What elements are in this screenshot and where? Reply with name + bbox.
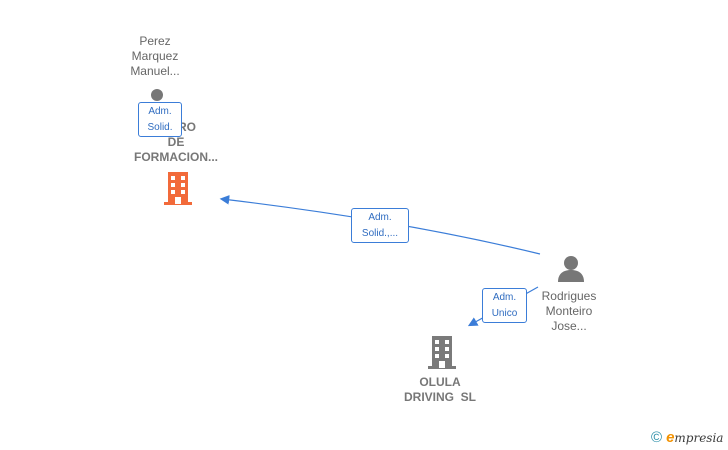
- edge-label-rodrigues-olula[interactable]: Adm. Unico: [482, 288, 527, 323]
- building-icon[interactable]: [162, 170, 194, 206]
- edge-label-perez-centro[interactable]: Adm. Solid.: [138, 102, 182, 137]
- empresia-logo: © empresia: [651, 429, 723, 446]
- label-line: Perez: [139, 34, 171, 48]
- edge-label-line: Adm.: [368, 212, 392, 223]
- label-line: Monteiro: [545, 304, 593, 318]
- label-line: DE: [167, 135, 185, 149]
- brand-name: mpresia: [674, 431, 724, 445]
- label-line: Marquez: [131, 49, 179, 63]
- label-line: OLULA: [419, 375, 461, 389]
- edge-label-rodrigues-centro[interactable]: Adm. Solid.,...: [351, 208, 409, 243]
- node-label-rodrigues[interactable]: Rodrigues Monteiro Jose...: [524, 289, 614, 334]
- node-label-centro[interactable]: RO DE FORMACION...: [120, 120, 232, 165]
- edge-label-line: Adm.: [492, 292, 517, 303]
- person-icon[interactable]: [556, 253, 586, 283]
- node-label-perez[interactable]: Perez Marquez Manuel...: [110, 34, 200, 79]
- node-label-olula[interactable]: OLULA DRIVING SL: [390, 375, 490, 405]
- label-line: Rodrigues: [541, 289, 597, 303]
- label-line: Manuel...: [130, 64, 180, 78]
- label-line: FORMACION...: [134, 150, 218, 164]
- building-icon[interactable]: [426, 334, 458, 370]
- label-line: RO: [178, 120, 196, 134]
- copyright-icon: ©: [651, 429, 663, 446]
- edge-label-line: Adm.: [148, 106, 172, 117]
- person-icon[interactable]: [146, 88, 168, 102]
- edge-label-line: Solid.,...: [361, 228, 399, 239]
- brand-e: e: [666, 429, 675, 446]
- edge-label-line: Unico: [491, 308, 518, 319]
- label-line: Jose...: [551, 319, 587, 333]
- edge-label-line: Solid.: [147, 122, 173, 133]
- label-line: DRIVING SL: [403, 390, 476, 404]
